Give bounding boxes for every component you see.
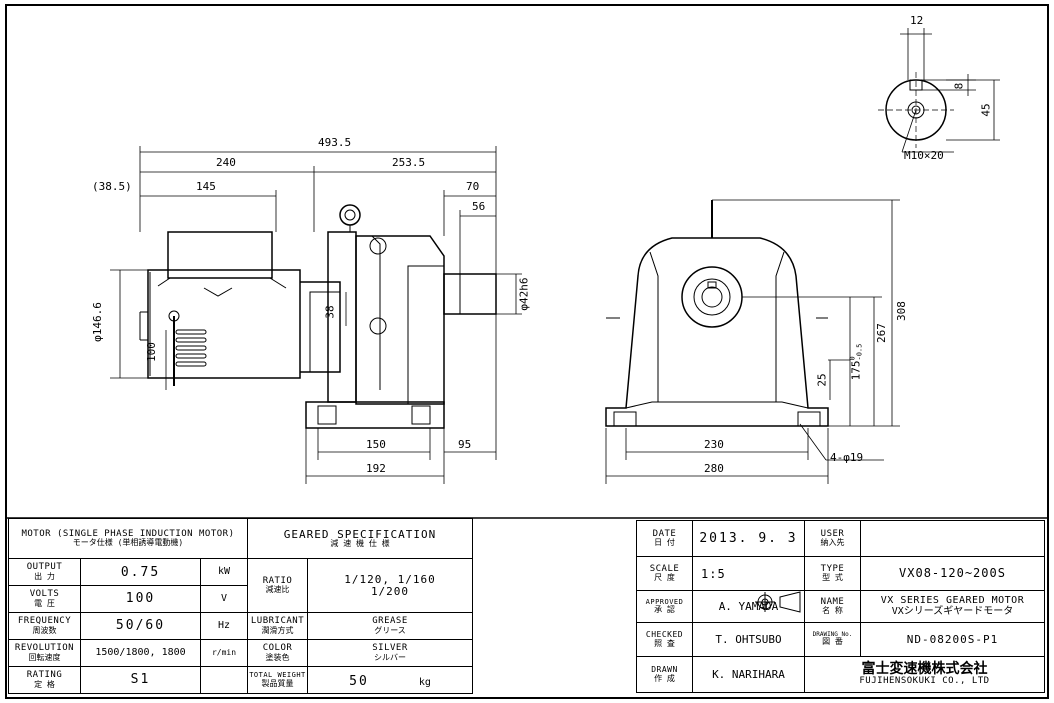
dim-shaft-70: 70	[466, 180, 480, 193]
dim-gear-length: 253.5	[392, 156, 426, 169]
dim-key-depth: 8	[952, 82, 966, 90]
dim-shaft-56: 56	[472, 200, 486, 213]
dim-95: 95	[458, 438, 472, 451]
weight-value: 50	[349, 673, 369, 689]
front-view	[605, 199, 900, 484]
dim-motor-length: 240	[216, 156, 236, 169]
dim-25: 25	[815, 373, 829, 387]
dim-230: 230	[704, 438, 724, 451]
dim-100: 100	[144, 342, 158, 362]
dim-280: 280	[704, 462, 724, 475]
dim-box-length: 145	[196, 180, 216, 193]
drawing-no-value: ND-08200S-P1	[860, 622, 1045, 657]
dim-38: 38	[323, 305, 337, 319]
dim-175-value: 175	[849, 360, 863, 381]
type-value: VX08-120~200S	[860, 556, 1045, 591]
checked-value: T. OHTSUBO	[692, 622, 805, 657]
approved-value: A. YAMADA	[692, 590, 805, 623]
output-unit: kW	[200, 558, 248, 587]
dim-thread: M10×20	[904, 149, 944, 162]
ratio-value: 1/120, 1/160 1/200	[306, 558, 474, 614]
side-view	[110, 146, 522, 484]
dim-192: 192	[366, 462, 386, 475]
dim-key-width: 12	[910, 14, 924, 27]
scale-value: 1:5	[701, 567, 726, 582]
volts-unit: V	[200, 585, 248, 614]
dim-offset: (38.5)	[92, 180, 132, 193]
frequency-value: 50/60	[80, 612, 201, 641]
volts-value: 100	[80, 585, 201, 614]
dim-267: 267	[874, 323, 888, 343]
company-name-jp: 富士変速機株式会社	[861, 661, 988, 678]
rating-unit	[200, 666, 248, 694]
dim-175-tol-lower: -0.5	[855, 343, 864, 361]
dim-bolt-holes: 4-φ19	[830, 451, 864, 464]
spec-table: MOTOR (SINGLE PHASE INDUCTION MOTOR)モータ仕…	[8, 517, 474, 694]
dim-motor-dia: φ146.6	[90, 302, 104, 342]
revolution-unit: r/min	[200, 639, 248, 668]
date-value: 2013. 9. 3	[692, 520, 805, 557]
revolution-value: 1500/1800, 1800	[80, 639, 201, 668]
sheet-border	[5, 4, 1049, 699]
dim-308: 308	[894, 301, 908, 321]
weight-unit: kg	[418, 676, 431, 688]
user-value	[860, 520, 1045, 557]
output-value: 0.75	[80, 558, 201, 587]
drawn-value: K. NARIHARA	[692, 656, 805, 693]
company-name-en: FUJIHENSOKUKI CO., LTD	[859, 676, 990, 687]
dim-shaft-dia: φ42h6	[517, 277, 531, 311]
dim-45: 45	[979, 103, 993, 117]
scale-cell: 1:5	[692, 556, 805, 591]
dim-overall-length: 493.5	[318, 136, 352, 149]
rating-value: S1	[80, 666, 201, 694]
shaft-end-detail	[878, 28, 1000, 153]
drawing-no-label: DRAWING No.図 番	[804, 622, 861, 657]
frequency-unit: Hz	[200, 612, 248, 641]
weight-cell: 50 kg	[306, 666, 474, 694]
motor-spec-header: MOTOR (SINGLE PHASE INDUCTION MOTOR)モータ仕…	[8, 517, 248, 560]
dim-150: 150	[366, 438, 386, 451]
